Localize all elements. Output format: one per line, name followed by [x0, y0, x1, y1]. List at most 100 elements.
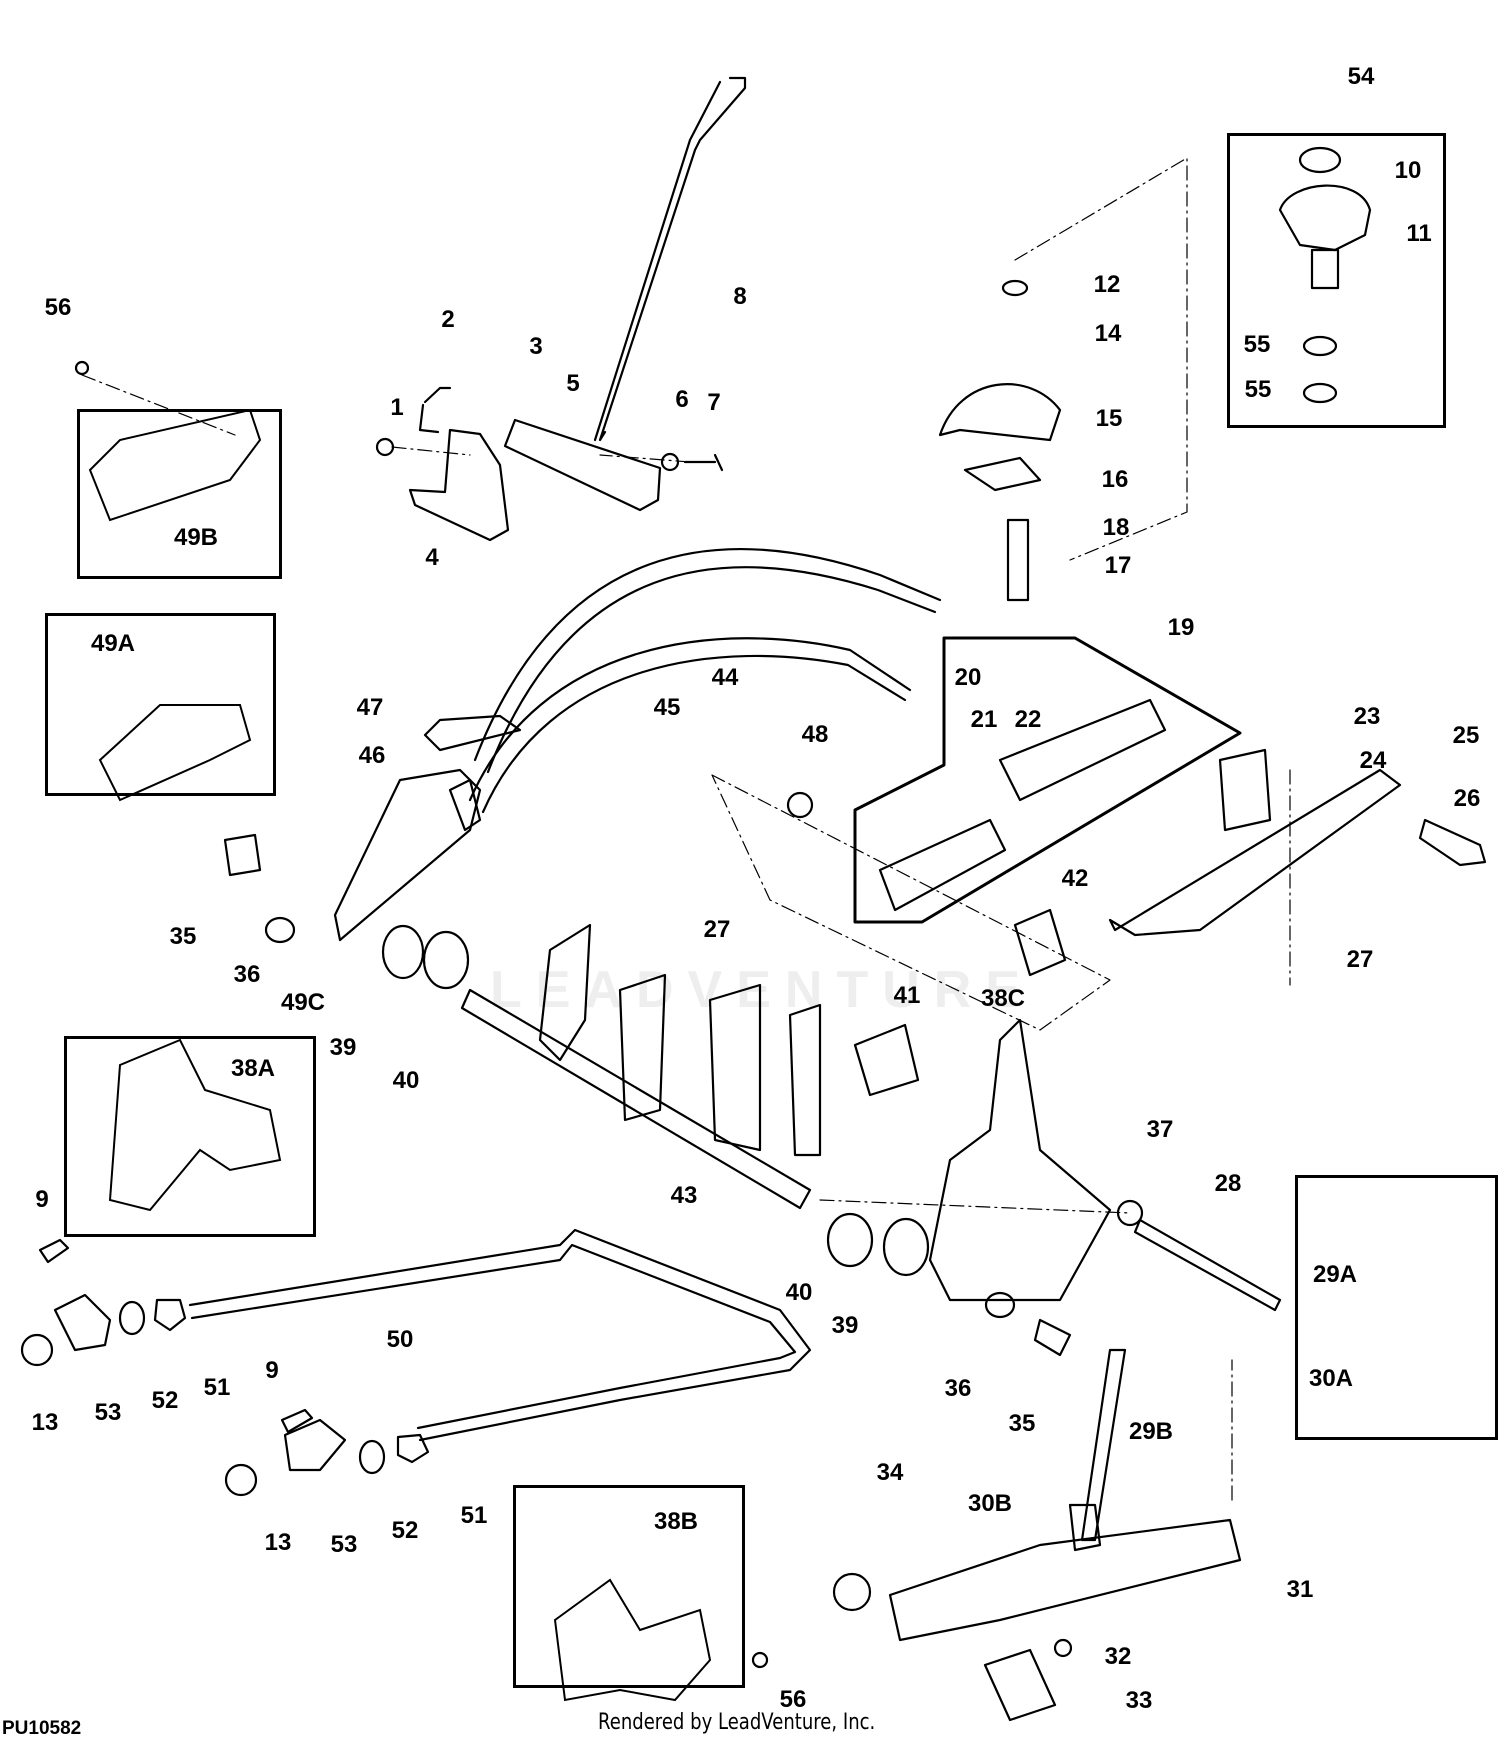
callout-label: 41 [893, 982, 921, 1009]
inset-29a [1295, 1175, 1498, 1440]
callout-label: 19 [1167, 614, 1195, 641]
callout-label: 56 [44, 294, 72, 321]
part-seal-10 [1298, 146, 1342, 174]
part-nut-1 [375, 437, 395, 457]
part-washer-40a [422, 930, 470, 990]
part-knob-11 [1278, 184, 1372, 252]
part-bolt-35b [1033, 1318, 1072, 1357]
inset-54 [1227, 133, 1446, 428]
callout-label: 28 [1214, 1170, 1242, 1197]
callout-label: 32 [1104, 1643, 1132, 1670]
callout-label: 23 [1353, 703, 1381, 730]
callout-label: 27 [1346, 946, 1374, 973]
callout-label: 47 [356, 694, 384, 721]
part-nut-32 [1053, 1638, 1073, 1658]
callout-label: 44 [711, 664, 739, 691]
part-clevis-53b [283, 1418, 347, 1472]
part-bushing-34 [832, 1572, 872, 1612]
part-nut-6 [660, 452, 680, 472]
part-ring-12 [1001, 279, 1029, 297]
inset-19-border [853, 636, 1242, 924]
callout-label: 5 [566, 370, 580, 397]
part-nut-51b [396, 1433, 430, 1464]
part-rod-50-edge [190, 1243, 797, 1430]
callout-label: 37 [1146, 1116, 1174, 1143]
callout-label: 13 [264, 1529, 292, 1556]
part-clevis-19 [878, 818, 1007, 912]
part-nut-13a [20, 1333, 54, 1367]
callout-label: 3 [529, 333, 543, 360]
callout-label: 36 [944, 1375, 972, 1402]
callout-label: 6 [675, 386, 689, 413]
guide-lines [81, 374, 1291, 1501]
callout-label: 33 [1125, 1687, 1153, 1714]
callout-label: 38A [230, 1055, 276, 1082]
part-hose-lower-2 [481, 654, 907, 814]
callout-label: 30B [967, 1490, 1013, 1517]
inset-49b [77, 409, 282, 579]
callout-label: 55 [1243, 331, 1271, 358]
callout-label: 45 [653, 694, 681, 721]
callout-label: 29A [1312, 1261, 1358, 1288]
callout-label: 20 [954, 664, 982, 691]
part-washer-55a [1302, 335, 1338, 357]
callout-label: 49B [173, 524, 219, 551]
part-cylinder-19 [998, 698, 1167, 802]
part-bar-5 [503, 418, 662, 512]
part-clip-16 [963, 456, 1042, 492]
callout-label: 54 [1347, 63, 1375, 90]
part-arm-43a [538, 923, 592, 1062]
part-hose-upper [473, 548, 942, 762]
inset-49a [45, 613, 276, 796]
callout-label: 49A [90, 630, 136, 657]
part-rod-8-edge [593, 80, 722, 442]
callout-label: 43 [670, 1182, 698, 1209]
callout-label: 16 [1101, 466, 1129, 493]
callout-label: 38C [980, 985, 1026, 1012]
part-knob-11-stem [1310, 248, 1340, 290]
part-plate-38c [928, 1018, 1112, 1302]
part-block-30b [1068, 1503, 1102, 1552]
callout-label: 53 [94, 1399, 122, 1426]
part-plate-49c [333, 768, 482, 942]
callout-label: 15 [1095, 405, 1123, 432]
callout-label: 49C [280, 989, 326, 1016]
part-gear-15 [938, 383, 1062, 442]
callout-label: 51 [203, 1374, 231, 1401]
callout-label: 29B [1128, 1418, 1174, 1445]
callout-label: 1 [390, 394, 404, 421]
callout-label: 42 [1061, 865, 1089, 892]
callout-label: 31 [1286, 1576, 1314, 1603]
part-washer-40b [826, 1212, 874, 1268]
part-washer-52a [118, 1300, 146, 1336]
part-bracket-4 [408, 428, 510, 542]
callout-label: 38B [653, 1508, 699, 1535]
part-plug-56a [74, 360, 90, 376]
part-bushing-39a [381, 924, 425, 980]
callout-label: 56 [779, 1686, 807, 1713]
part-washer-37 [1116, 1199, 1144, 1227]
callout-label: 39 [831, 1312, 859, 1339]
assembly-guide [1014, 157, 1188, 561]
callout-label: 51 [460, 1502, 488, 1529]
watermark: LEADVENTURE [490, 961, 1035, 1019]
part-fitting-2 [418, 386, 452, 434]
callout-label: 10 [1394, 157, 1422, 184]
callout-label: 50 [386, 1326, 414, 1353]
callout-label: 24 [1359, 747, 1387, 774]
callout-label: 52 [151, 1387, 179, 1414]
callout-label: 8 [733, 283, 747, 310]
part-clip-9b [280, 1408, 314, 1434]
callout-label: 14 [1094, 320, 1122, 347]
part-bolt-28 [1133, 1218, 1282, 1312]
callout-label: 40 [785, 1279, 813, 1306]
callout-label: 7 [707, 389, 721, 416]
part-bushing-41 [853, 1023, 920, 1097]
part-washer-36b [984, 1291, 1016, 1319]
part-pin-18 [1006, 518, 1030, 602]
callout-label: 30A [1308, 1365, 1354, 1392]
callout-label: 17 [1104, 552, 1132, 579]
callout-label: 39 [329, 1034, 357, 1061]
part-shaft-43 [460, 988, 812, 1210]
callout-label: 25 [1452, 722, 1480, 749]
